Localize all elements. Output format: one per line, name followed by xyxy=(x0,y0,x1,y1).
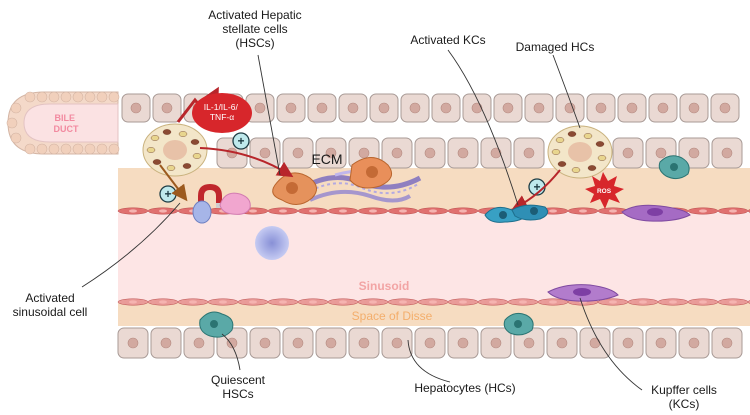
hepatocyte xyxy=(348,327,380,359)
quiescent-hsc-2 xyxy=(503,312,534,336)
activation-marker-1 xyxy=(232,132,250,150)
pink-cell xyxy=(219,192,251,215)
hepatocyte xyxy=(414,327,446,359)
label-activated-kc: Activated KCs xyxy=(410,33,486,47)
plus-1: + xyxy=(237,134,244,148)
kupffer-cell-top xyxy=(621,204,691,222)
cytokine-signal xyxy=(176,86,252,133)
hepatocyte xyxy=(315,137,347,169)
sinusoid-label: Sinusoid xyxy=(359,279,410,293)
label-kupffer-cells: Kupffer cells(KCs) xyxy=(651,383,717,411)
hepatocyte xyxy=(678,137,710,169)
hepatocyte xyxy=(555,93,585,123)
space-of-disse-bottom xyxy=(118,303,750,326)
hepatocyte-row-bottom xyxy=(117,327,743,359)
hepatocyte xyxy=(414,137,446,169)
bile-duct-label: BILE DUCT xyxy=(54,113,79,134)
hepatocyte xyxy=(524,93,554,123)
hepatocyte xyxy=(150,327,182,359)
quiescent-hsc-3 xyxy=(658,155,690,180)
activated-kupffer-cells xyxy=(484,204,549,223)
label-hepatocytes: Hepatocytes (HCs) xyxy=(414,381,516,395)
ecm-label: ECM xyxy=(311,151,342,167)
activated-hsc-cluster xyxy=(272,157,393,205)
hepatocyte xyxy=(307,93,337,123)
hepatocyte xyxy=(462,93,492,123)
label-damaged-hc: Damaged HCs xyxy=(515,40,595,54)
sinusoid-lumen xyxy=(118,213,750,303)
hepatocyte xyxy=(282,327,314,359)
hepatocyte xyxy=(586,93,616,123)
hepatocyte xyxy=(612,137,644,169)
hepatocyte xyxy=(480,327,512,359)
hepatocyte xyxy=(711,327,743,359)
hepatocyte xyxy=(117,327,149,359)
hepatocyte xyxy=(152,93,182,123)
space-of-disse-label: Space of Disse xyxy=(352,309,433,323)
activated-sinusoidal-cell xyxy=(192,200,212,224)
hepatocyte xyxy=(546,327,578,359)
plus-3: + xyxy=(533,180,540,194)
hepatocyte xyxy=(579,327,611,359)
bile-duct xyxy=(6,91,120,155)
hepatocyte xyxy=(617,93,647,123)
hepatocyte xyxy=(315,327,347,359)
hepatocyte xyxy=(480,137,512,169)
hepatocyte xyxy=(121,93,151,123)
hepatocyte xyxy=(381,137,413,169)
hepatocyte xyxy=(645,327,677,359)
ros-label: ROS xyxy=(597,188,612,195)
hepatocyte xyxy=(612,327,644,359)
hepatocyte xyxy=(447,327,479,359)
damaged-hepatocyte-left xyxy=(142,123,208,177)
hepatocyte xyxy=(249,137,281,169)
leader-lines xyxy=(81,49,643,391)
quiescent-hsc-1 xyxy=(199,311,234,338)
hepatocyte xyxy=(648,93,678,123)
hepatocyte xyxy=(493,93,523,123)
hepatocyte xyxy=(710,93,740,123)
lymphocyte xyxy=(255,226,289,260)
hepatocyte xyxy=(369,93,399,123)
arrow-hc-to-sinusoidal xyxy=(159,164,188,202)
damaged-hepatocyte-right xyxy=(547,125,613,179)
hepatocyte xyxy=(400,93,430,123)
plus-2: + xyxy=(164,187,171,201)
hepatocyte-row-middle xyxy=(216,137,743,169)
hepatocyte xyxy=(282,137,314,169)
hepatocyte xyxy=(381,327,413,359)
hepatocyte xyxy=(513,327,545,359)
hepatocyte xyxy=(678,327,710,359)
ros-burst xyxy=(585,172,624,209)
hepatocyte xyxy=(249,327,281,359)
hepatocyte xyxy=(447,137,479,169)
hepatocyte xyxy=(338,93,368,123)
arrow-hc-to-hsc xyxy=(199,147,294,178)
arrow-hc-to-kc xyxy=(511,169,561,210)
hepatocyte xyxy=(513,137,545,169)
hepatocyte xyxy=(183,327,215,359)
kupffer-cell-bottom xyxy=(547,284,619,302)
hepatocyte xyxy=(431,93,461,123)
hepatocyte xyxy=(711,137,743,169)
hepatocyte xyxy=(276,93,306,123)
cytokine-label: IL-1/IL-6/ TNF-α xyxy=(204,102,240,122)
hepatocyte xyxy=(679,93,709,123)
